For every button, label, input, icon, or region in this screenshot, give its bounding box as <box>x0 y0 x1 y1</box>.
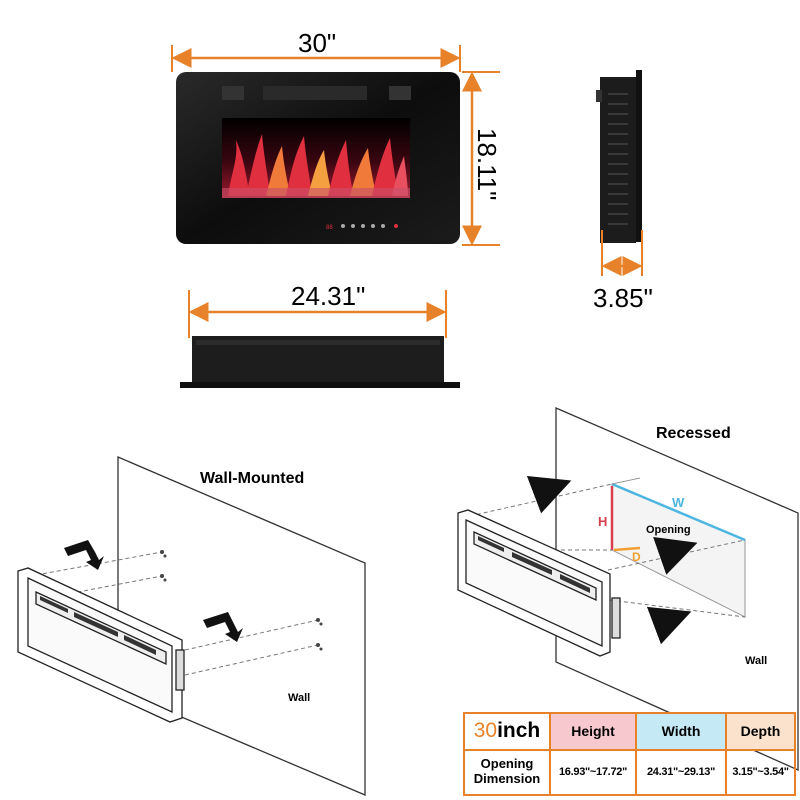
bottom-width-label: 24.31" <box>291 281 366 311</box>
width-value: 24.31"~29.13" <box>635 748 727 797</box>
size-cell: 30inch <box>463 712 551 751</box>
recessed-fireplace <box>457 509 621 657</box>
front-width-dimension <box>171 45 461 72</box>
depth-marker-label: D <box>632 550 641 564</box>
fireplace-side-view <box>596 70 643 276</box>
height-header: Height <box>549 712 637 751</box>
front-height-label: 18.11" <box>472 128 502 201</box>
row-label: Opening Dimension <box>463 748 551 797</box>
table-header-row: 30inch Height Width Depth <box>463 712 796 751</box>
flame-graphic <box>228 134 408 196</box>
wall-mounted-guide-lines <box>35 551 319 676</box>
opening-label: Opening <box>646 524 691 536</box>
recessed-wall-label: Wall <box>745 655 768 667</box>
arrow-down-icon <box>64 540 243 642</box>
mounting-hook-icon <box>160 550 323 651</box>
recessed-guide-lines <box>469 483 746 618</box>
svg-text:88: 88 <box>326 225 333 231</box>
dimension-drawings: 88 <box>171 45 643 388</box>
height-value: 16.93"~17.72" <box>549 748 637 797</box>
size-number: 30 <box>473 719 498 743</box>
control-panel: 88 <box>326 224 398 231</box>
wall-mounted-title: Wall-Mounted <box>200 470 305 487</box>
wall-mounted-fireplace <box>17 567 185 723</box>
depth-value: 3.15"~3.54" <box>725 748 796 797</box>
width-marker-label: W <box>672 495 685 510</box>
width-header: Width <box>635 712 727 751</box>
wall-mounted-wall <box>117 456 366 796</box>
depth-header: Depth <box>725 712 796 751</box>
size-unit: inch <box>497 719 541 743</box>
arrow-right-icon <box>526 475 698 645</box>
front-width-label: 30" <box>298 28 337 58</box>
recessed-title: Recessed <box>656 425 731 442</box>
fireplace-front-view: 88 <box>176 72 460 244</box>
table-row: Opening Dimension 16.93"~17.72" 24.31"~2… <box>463 748 796 797</box>
side-depth-label: 3.85" <box>593 283 653 313</box>
wall-mounted-wall-label: Wall <box>288 692 311 704</box>
recessed-fireplace-vents <box>478 536 590 593</box>
height-marker-label: H <box>598 514 608 529</box>
wall-mounted-fireplace-vents <box>40 596 156 655</box>
fireplace-bottom-view <box>180 290 460 388</box>
front-height-dimension <box>462 71 500 246</box>
opening-dimension-table: 30inch Height Width Depth Opening Dimens… <box>463 712 796 797</box>
